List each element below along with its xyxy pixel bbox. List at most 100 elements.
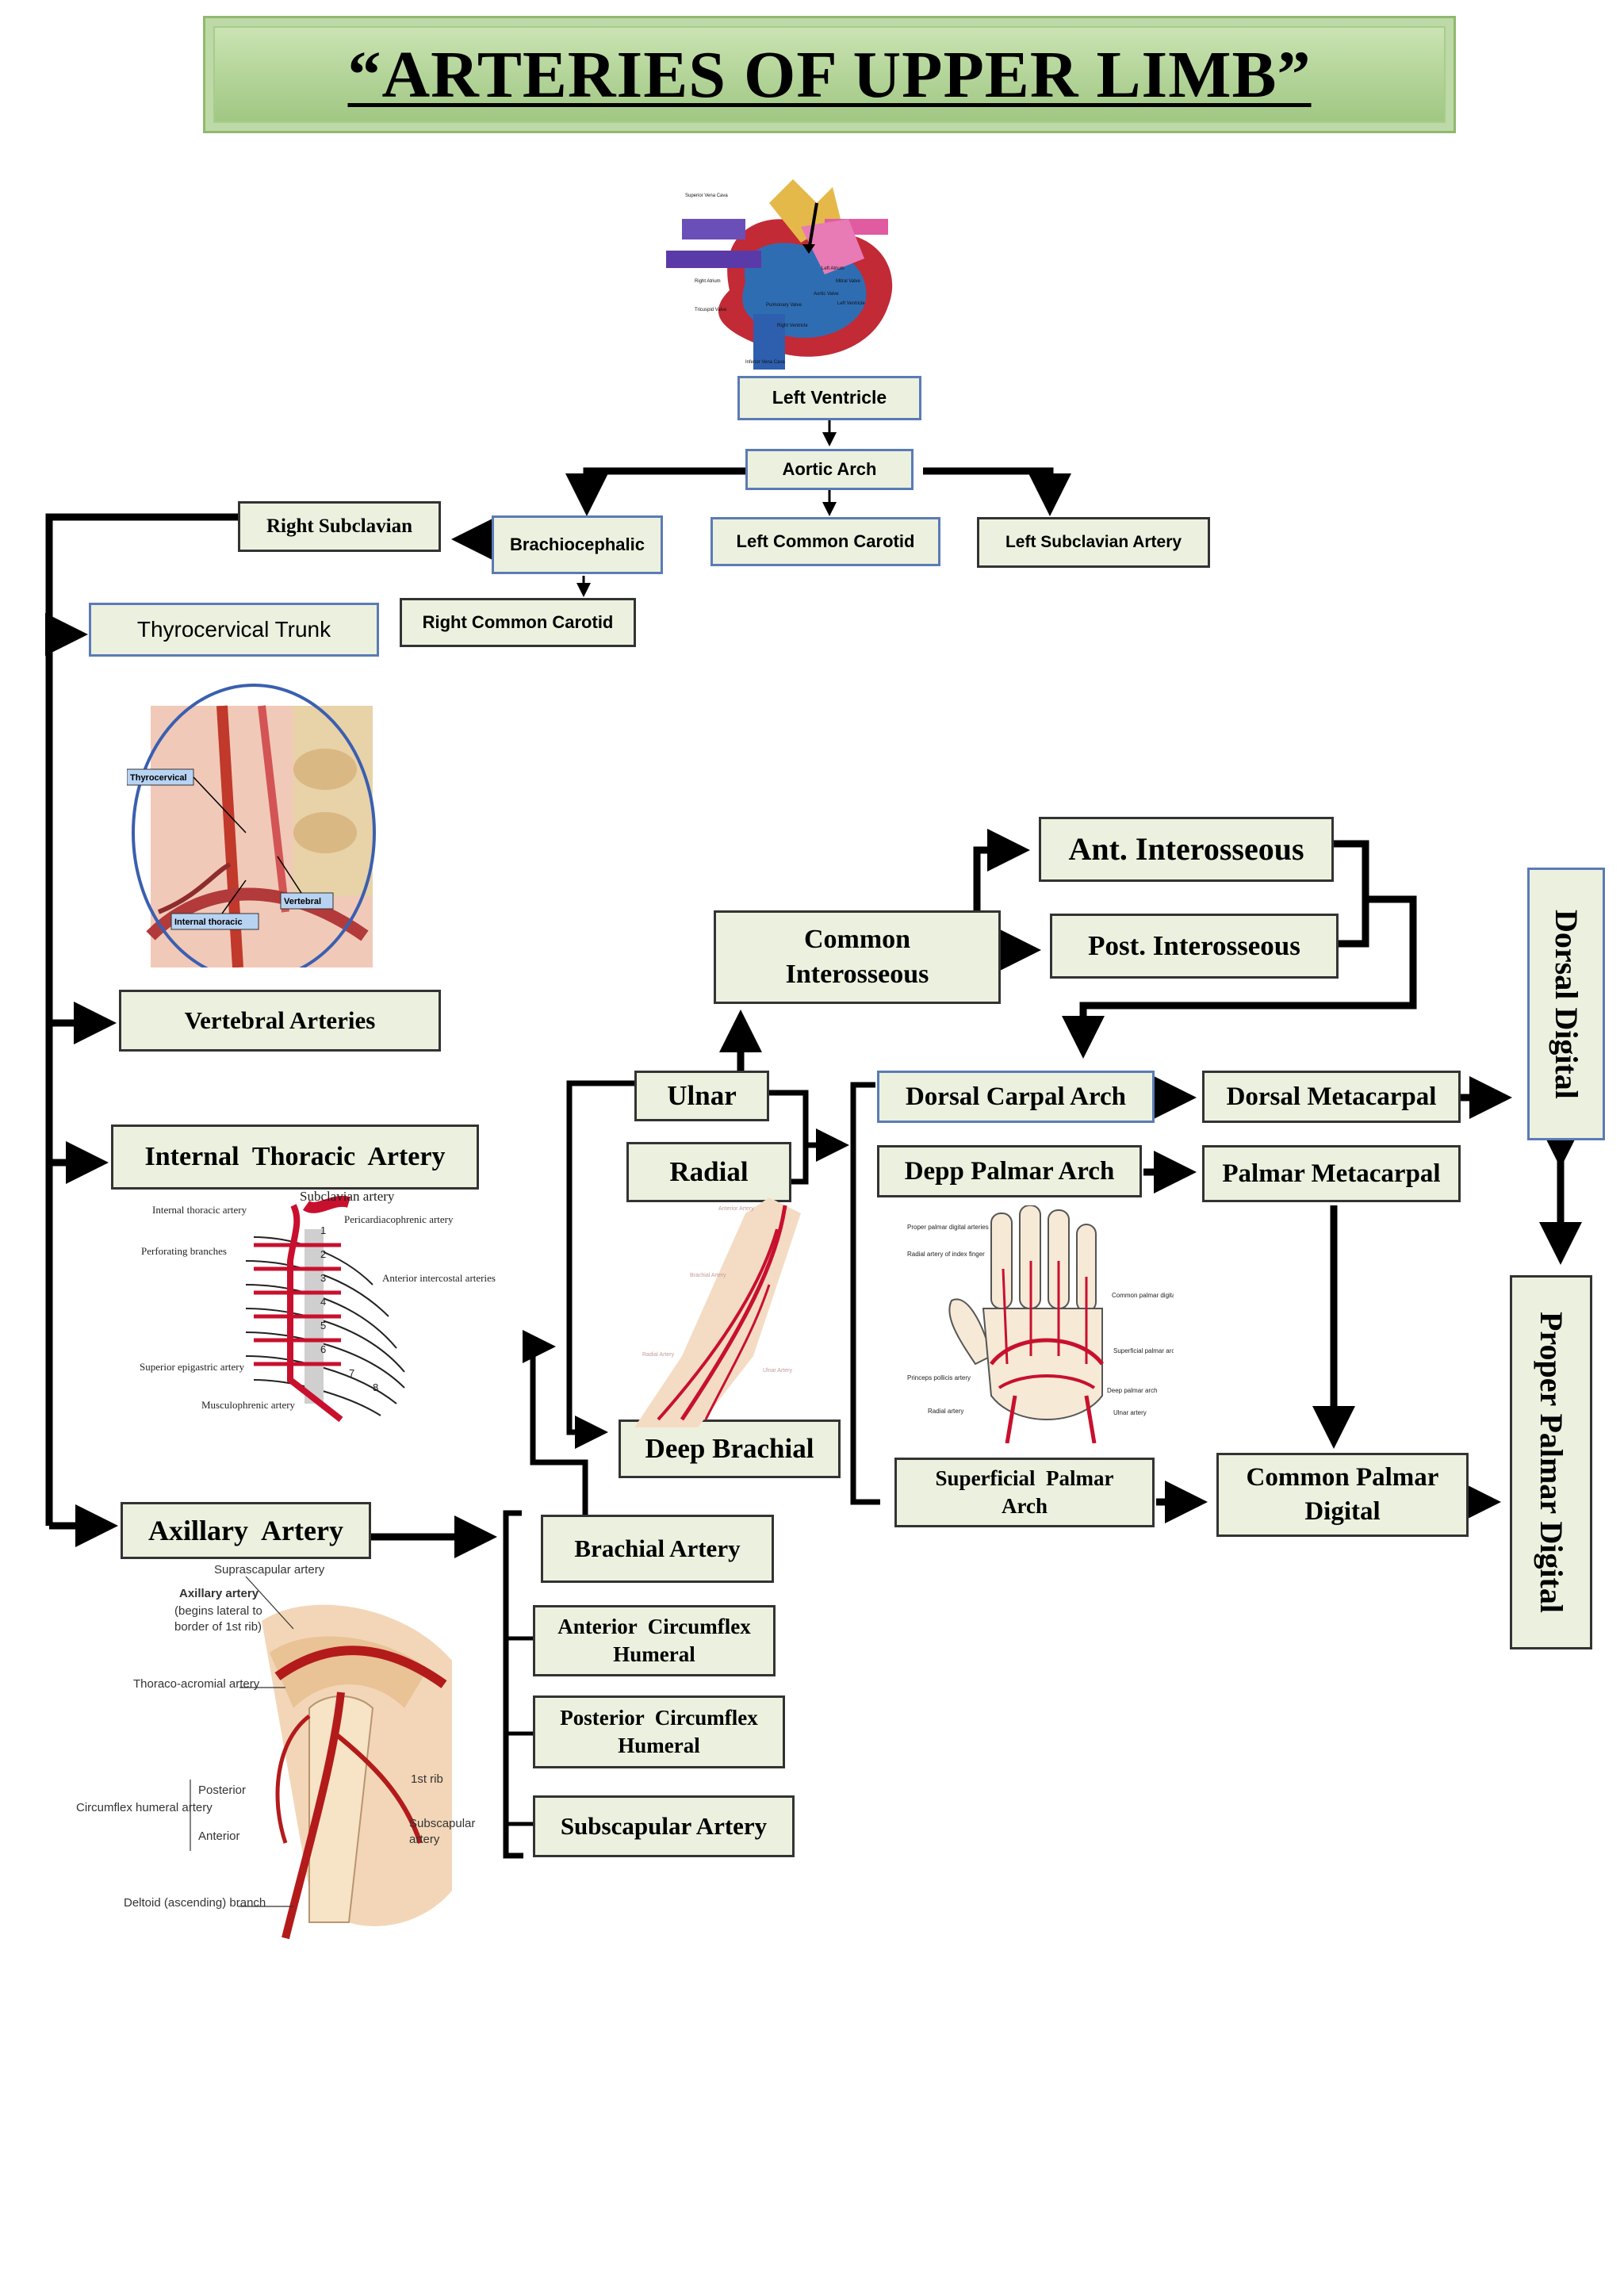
- post-interosseous-label: Post. Interosseous: [1088, 930, 1300, 962]
- it-label-perforating: Perforating branches: [141, 1245, 227, 1257]
- it-label-anterior-intercostal: Anterior intercostal arteries: [382, 1272, 496, 1284]
- hand-illustration: Proper palmar digital arteries Radial ar…: [907, 1205, 1174, 1443]
- box-thyrocervical-trunk: Thyrocervical Trunk: [89, 603, 379, 657]
- box-vertebral-arteries: Vertebral Arteries: [119, 990, 441, 1052]
- left-common-carotid-label: Left Common Carotid: [736, 531, 915, 551]
- arm-label-ulnar: Ulnar Artery: [763, 1368, 792, 1374]
- subscapular-artery-label: Subscapular Artery: [560, 1811, 768, 1840]
- hand-label-deep-arch: Deep palmar arch: [1107, 1387, 1158, 1394]
- rib-number-3: 3: [320, 1272, 326, 1284]
- box-brachiocephalic: Brachiocephalic: [492, 515, 663, 574]
- box-subscapular-artery: Subscapular Artery: [533, 1795, 795, 1857]
- palmar-metacarpal-label: Palmar Metacarpal: [1222, 1159, 1441, 1188]
- box-anterior-circumflex-humeral: Anterior Circumflex Humeral: [533, 1605, 776, 1676]
- box-dorsal-metacarpal: Dorsal Metacarpal: [1202, 1071, 1461, 1123]
- common-palmar-digital-label: Common Palmar Digital: [1246, 1463, 1439, 1526]
- internal-thoracic-label: Internal Thoracic Artery: [144, 1141, 446, 1171]
- box-ant-interosseous: Ant. Interosseous: [1039, 817, 1334, 882]
- thyro-label-internal-thoracic: Internal thoracic: [174, 918, 243, 927]
- box-superficial-palmar-arch: Superficial Palmar Arch: [894, 1458, 1155, 1527]
- posterior-circumflex-humeral-label: Posterior Circumflex Humeral: [560, 1705, 764, 1757]
- box-post-interosseous: Post. Interosseous: [1050, 914, 1339, 979]
- heart-illustration: Superior Vena Cava Right Atrium Tricuspi…: [666, 179, 893, 370]
- heart-label-svc: Superior Vena Cava: [685, 193, 728, 198]
- rib-number-2: 2: [320, 1248, 326, 1260]
- box-deep-palmar-arch: Depp Palmar Arch: [877, 1145, 1142, 1197]
- it-label-pericardiacophrenic: Pericardiacophrenic artery: [344, 1213, 454, 1225]
- heart-label-left-atrium: Left Atrium: [822, 266, 845, 271]
- rib-number-7: 7: [349, 1367, 354, 1379]
- heart-label-pulmonary: Pulmonary Valve: [766, 303, 802, 308]
- hand-label-superficial-arch: Superficial palmar arch: [1113, 1347, 1174, 1354]
- box-dorsal-carpal-arch: Dorsal Carpal Arch: [877, 1071, 1155, 1123]
- heart-label-mitral: Mitral Valve: [836, 279, 861, 284]
- shoulder-label-1st-rib: 1st rib: [411, 1772, 443, 1786]
- superficial-palmar-arch-label: Superficial Palmar Arch: [935, 1466, 1118, 1518]
- hand-label-radial-index: Radial artery of index finger: [907, 1251, 985, 1258]
- shoulder-label-anterior: Anterior: [198, 1829, 240, 1843]
- shoulder-label-subscapular: Subscapular: [409, 1817, 475, 1830]
- box-common-palmar-digital: Common Palmar Digital: [1216, 1453, 1469, 1537]
- arm-illustration: Anterior Artery Brachial Artery Radial A…: [634, 1197, 801, 1427]
- box-right-common-carotid: Right Common Carotid: [400, 598, 636, 647]
- heart-label-right-atrium: Right Atrium: [695, 279, 721, 284]
- heart-labels: Superior Vena Cava Right Atrium Tricuspi…: [685, 193, 865, 365]
- anterior-circumflex-humeral-label: Anterior Circumflex Humeral: [557, 1614, 756, 1666]
- rib-number-8: 8: [373, 1381, 378, 1393]
- thyrocervical-trunk-label: Thyrocervical Trunk: [136, 616, 331, 642]
- brachiocephalic-label: Brachiocephalic: [510, 534, 645, 554]
- ant-interosseous-label: Ant. Interosseous: [1068, 831, 1304, 867]
- box-left-common-carotid: Left Common Carotid: [710, 517, 940, 566]
- dorsal-digital-label: Dorsal Digital: [1549, 909, 1584, 1099]
- box-left-subclavian: Left Subclavian Artery: [977, 517, 1210, 568]
- arm-label-radial: Radial Artery: [642, 1352, 675, 1358]
- rib-number-6: 6: [320, 1343, 326, 1355]
- thyro-label-thyrocervical: Thyrocervical: [130, 773, 187, 783]
- box-palmar-metacarpal: Palmar Metacarpal: [1202, 1145, 1461, 1202]
- proper-palmar-digital-label: Proper Palmar Digital: [1534, 1312, 1569, 1613]
- it-label-musculophrenic: Musculophrenic artery: [201, 1399, 296, 1411]
- box-radial: Radial: [626, 1142, 791, 1202]
- left-subclavian-label: Left Subclavian Artery: [1005, 533, 1182, 552]
- heart-label-right-ventricle: Right Ventricle: [777, 324, 808, 328]
- deep-palmar-arch-label: Depp Palmar Arch: [904, 1156, 1115, 1186]
- rib-number-5: 5: [320, 1320, 326, 1331]
- box-dorsal-digital: Dorsal Digital: [1527, 868, 1605, 1140]
- box-right-subclavian: Right Subclavian: [238, 501, 441, 552]
- box-internal-thoracic: Internal Thoracic Artery: [111, 1125, 479, 1190]
- box-brachial-artery: Brachial Artery: [541, 1515, 774, 1583]
- shoulder-label-axillary: Axillary artery: [179, 1587, 259, 1600]
- shoulder-label-artery: artery: [409, 1833, 440, 1846]
- shoulder-label-posterior: Posterior: [198, 1784, 246, 1797]
- shoulder-label-deltoid: Deltoid (ascending) branch: [124, 1896, 266, 1910]
- ulnar-label: Ulnar: [667, 1080, 737, 1112]
- brachial-artery-label: Brachial Artery: [574, 1534, 741, 1562]
- internal-thoracic-illustration: Subclavian artery Internal thoracic arte…: [140, 1190, 496, 1423]
- axillary-artery-label: Axillary Artery: [148, 1514, 343, 1546]
- box-left-ventricle: Left Ventricle: [737, 376, 921, 420]
- aortic-arch-label: Aortic Arch: [782, 458, 877, 479]
- box-aortic-arch: Aortic Arch: [745, 449, 914, 490]
- arm-label-brachial: Brachial Artery: [690, 1273, 726, 1278]
- left-ventricle-label: Left Ventricle: [772, 387, 887, 408]
- shoulder-label-thoraco-acromial: Thoraco-acromial artery: [133, 1677, 260, 1691]
- hand-label-common-digital: Common palmar digital arteries: [1112, 1292, 1174, 1299]
- box-deep-brachial: Deep Brachial: [619, 1420, 841, 1478]
- thyro-label-vertebral: Vertebral: [284, 897, 321, 906]
- rib-number-4: 4: [320, 1296, 326, 1308]
- thyrocervical-illustration: Thyrocervical Vertebral Internal thoraci…: [127, 684, 376, 967]
- box-axillary-artery: Axillary Artery: [121, 1502, 371, 1559]
- hand-label-proper-digital: Proper palmar digital arteries: [907, 1224, 989, 1231]
- it-label-superior-epigastric: Superior epigastric artery: [140, 1361, 245, 1373]
- right-subclavian-label: Right Subclavian: [266, 515, 413, 537]
- dorsal-metacarpal-label: Dorsal Metacarpal: [1226, 1082, 1437, 1111]
- shoulder-label-circumflex: Circumflex humeral artery: [76, 1801, 213, 1814]
- shoulder-label-begins: (begins lateral to: [174, 1604, 262, 1618]
- radial-label: Radial: [669, 1156, 749, 1188]
- common-interosseous-label: Common Interosseous: [785, 924, 929, 989]
- box-posterior-circumflex-humeral: Posterior Circumflex Humeral: [533, 1695, 785, 1768]
- it-label-subclavian: Subclavian artery: [300, 1190, 395, 1204]
- shoulder-label-suprascapular: Suprascapular artery: [214, 1563, 325, 1577]
- shoulder-label-border: border of 1st rib): [174, 1620, 262, 1634]
